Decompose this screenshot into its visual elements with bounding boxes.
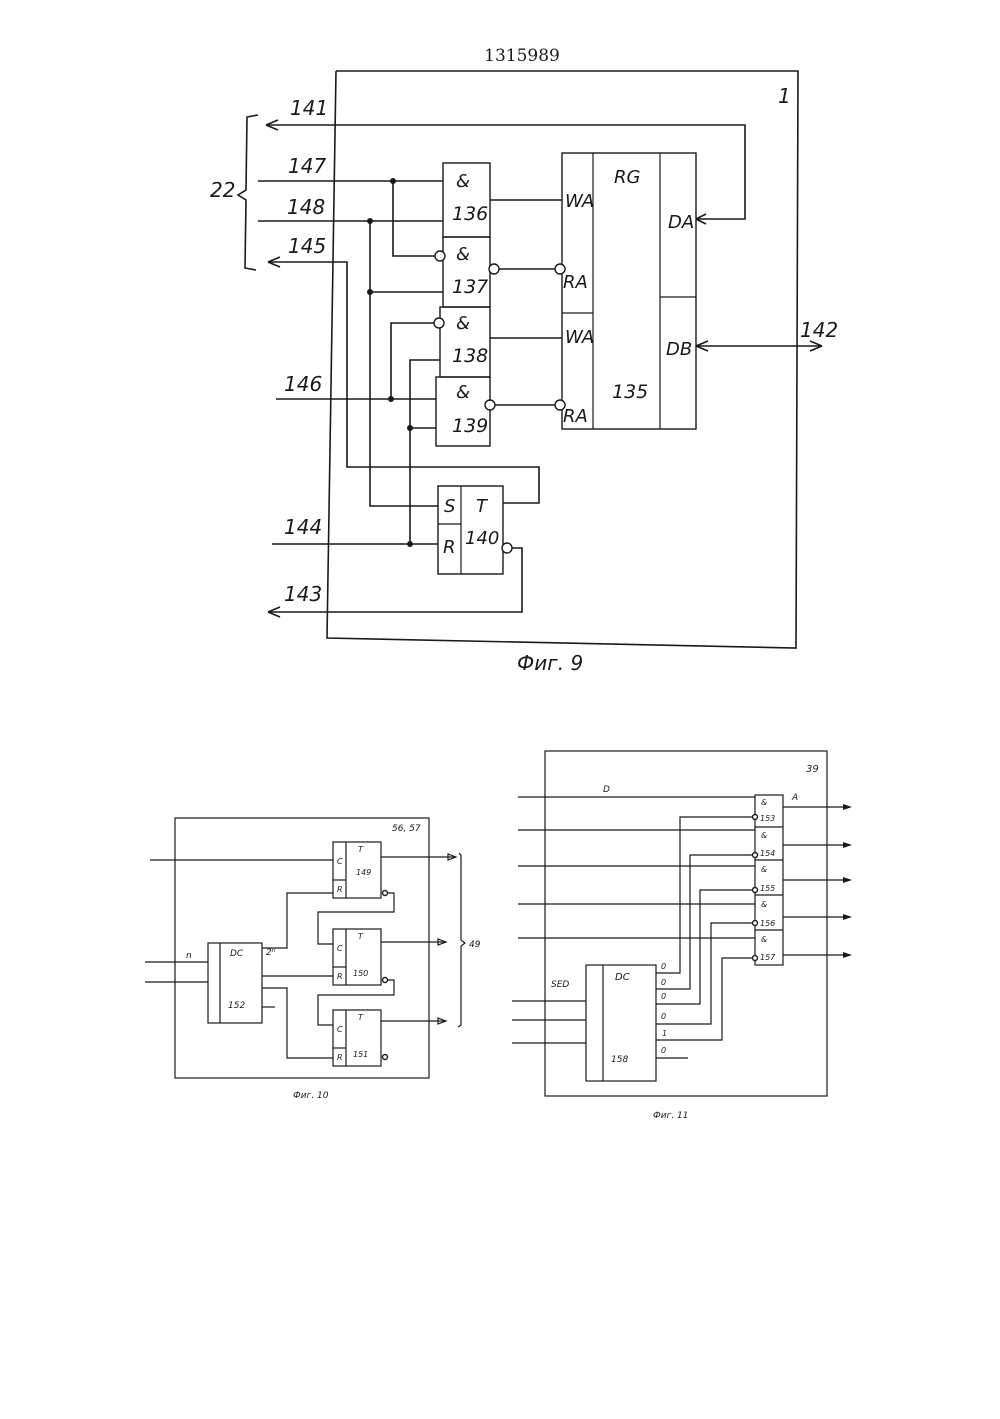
fig10-block-numbers: 56, 57: [392, 824, 421, 834]
svg-text:0: 0: [661, 1012, 666, 1021]
decoder-152-output-label: 2ⁿ: [266, 948, 276, 958]
register-port-da: DA: [668, 212, 694, 233]
svg-text:&: &: [761, 865, 767, 874]
trigger-150-number: 150: [353, 969, 368, 978]
gate-137-number: 137: [452, 276, 488, 298]
svg-text:C: C: [337, 944, 343, 953]
trigger-number: 140: [465, 528, 499, 549]
fig10-caption: Фиг. 10: [293, 1091, 329, 1101]
decoder-158-type: DC: [615, 972, 630, 983]
svg-text:1: 1: [662, 1029, 667, 1038]
fig10-output-bus-label: 49: [469, 940, 481, 950]
fig9-block-number: 1: [778, 84, 791, 108]
svg-text:T: T: [358, 932, 364, 941]
patent-number: 1315989: [484, 46, 560, 66]
gate-155-number: 155: [760, 884, 775, 893]
fig11-frame: [545, 751, 827, 1096]
fig11-input-d: D: [603, 785, 610, 795]
register-port-db: DB: [666, 339, 692, 360]
signal-147: 147: [288, 154, 326, 178]
svg-text:&: &: [761, 831, 767, 840]
signal-141: 141: [290, 96, 328, 120]
signal-146: 146: [284, 372, 322, 396]
gate-139-symbol: &: [456, 382, 470, 403]
gate-153-number: 153: [760, 814, 775, 823]
register-port-wa-1: WA: [565, 191, 594, 212]
gate-154-number: 154: [760, 849, 775, 858]
register-port-ra-2: RA: [563, 406, 588, 427]
svg-text:&: &: [761, 900, 767, 909]
gate-136-number: 136: [452, 203, 488, 225]
fig11-block-number: 39: [806, 764, 819, 775]
fig9-bus-group-label: 22: [210, 178, 235, 202]
gate-137-symbol: &: [456, 244, 470, 265]
svg-text:0: 0: [661, 978, 666, 987]
fig11-output-a: A: [791, 793, 798, 803]
gate-138-symbol: &: [456, 313, 470, 334]
gate-139-number: 139: [452, 415, 488, 437]
fig11-input-sed: SED: [551, 980, 569, 990]
decoder-152-number: 152: [228, 1001, 245, 1011]
wire-141: [266, 125, 745, 219]
svg-text:0: 0: [661, 962, 666, 971]
figure-11: 39 & 153 & 154 & 155 & 156 & 157 D: [512, 751, 852, 1121]
decoder-152-type: DC: [230, 949, 244, 959]
figure-10: 56, 57 DC 152 2ⁿ n C R T 149 C R T 150 C…: [145, 818, 481, 1101]
svg-text:R: R: [337, 972, 343, 981]
trigger-151-number: 151: [353, 1050, 368, 1059]
trigger-set-label: S: [444, 496, 455, 517]
svg-text:T: T: [358, 1013, 364, 1022]
svg-text:&: &: [761, 935, 767, 944]
register-type: RG: [614, 167, 641, 188]
signal-143: 143: [284, 582, 322, 606]
fig9-bus-brace: [238, 115, 258, 270]
svg-text:C: C: [337, 1025, 343, 1034]
gate-156-number: 156: [760, 919, 775, 928]
fig10-input-label: n: [186, 951, 192, 961]
decoder-158-number: 158: [611, 1055, 628, 1065]
trigger-reset-label: R: [443, 537, 456, 558]
figure-9: 1 22 & 136 & 137 & 138 & 139 RG 135 WA R…: [210, 71, 838, 675]
gate-157-number: 157: [760, 953, 776, 962]
signal-148: 148: [287, 195, 325, 219]
signal-144: 144: [284, 515, 322, 539]
register-port-wa-2: WA: [565, 327, 594, 348]
register-number: 135: [612, 381, 648, 403]
gate-138-number: 138: [452, 345, 488, 367]
svg-text:&: &: [761, 798, 767, 807]
svg-text:T: T: [358, 845, 364, 854]
trigger-149-number: 149: [356, 868, 371, 877]
trigger-type: T: [476, 496, 489, 517]
signal-145: 145: [288, 234, 326, 258]
svg-text:R: R: [337, 885, 343, 894]
register-port-ra-1: RA: [563, 272, 588, 293]
gate-136-symbol: &: [456, 171, 470, 192]
signal-142: 142: [800, 318, 838, 342]
fig9-caption: Фиг. 9: [517, 651, 583, 675]
svg-text:C: C: [337, 857, 343, 866]
fig11-caption: Фиг. 11: [653, 1111, 689, 1121]
svg-text:0: 0: [661, 992, 666, 1001]
svg-text:R: R: [337, 1053, 343, 1062]
svg-text:0: 0: [661, 1046, 666, 1055]
